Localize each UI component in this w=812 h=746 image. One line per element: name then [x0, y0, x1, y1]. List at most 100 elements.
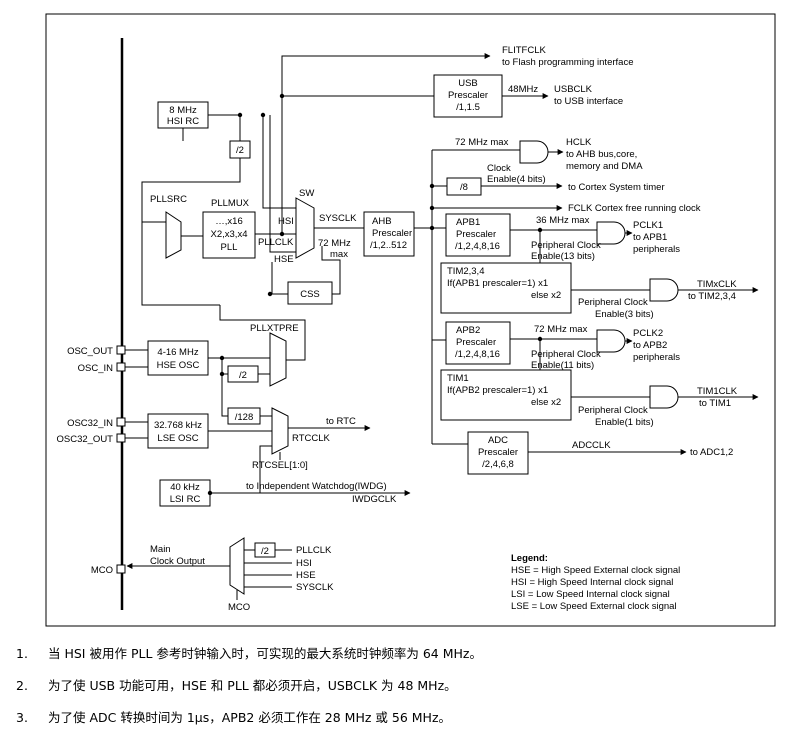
- tim1-line2: If(APB2 prescaler=1) x1: [447, 385, 548, 396]
- mco-mux-label: MCO: [228, 602, 250, 613]
- osc32-in-label: OSC32_IN: [67, 418, 113, 429]
- legend-item-hse: HSE = High Speed External clock signal: [511, 565, 680, 576]
- hclk-line1: HCLK: [566, 137, 592, 148]
- hse-div2-label: /2: [239, 370, 247, 381]
- tim1-line1: TIM1: [447, 373, 469, 384]
- apb1-line2: Prescaler: [456, 229, 496, 240]
- usbclk-line1: USBCLK: [554, 84, 593, 95]
- sw-mux: [295, 197, 315, 259]
- hse-osc-line2: HSE OSC: [157, 360, 200, 371]
- apb2-line2: Prescaler: [456, 337, 496, 348]
- hsi-label: HSI: [278, 216, 294, 227]
- clock-tree-diagram: 8 MHz HSI RC /2 PLLSRC PLLMUX …,x16 X2,x…: [45, 13, 776, 627]
- periph-enable-11-line1: Peripheral Clock: [531, 349, 601, 360]
- ahb-prescaler-box: [363, 211, 415, 257]
- osc-out-label: OSC_OUT: [67, 346, 113, 357]
- hclk-max-label: 72 MHz max: [455, 137, 509, 148]
- legend-item-lse: LSE = Low Speed External clock signal: [511, 601, 677, 612]
- lse-osc-line2: LSE OSC: [157, 433, 198, 444]
- pllxtpre-mux: [269, 332, 287, 387]
- mco-mux: [229, 537, 245, 595]
- periph-enable-3-line1: Peripheral Clock: [578, 297, 648, 308]
- pin-osc-in: [116, 362, 126, 372]
- div8-label: /8: [460, 182, 468, 193]
- iwdg-label: to Independent Watchdog(IWDG): [246, 481, 387, 492]
- lsi-rc-line1: 40 kHz: [170, 482, 200, 493]
- ahb-line2: Prescaler: [372, 228, 412, 239]
- usb-line3: /1,1.5: [456, 102, 480, 113]
- sysclk-label: SYSCLK: [319, 213, 357, 224]
- css-label: CSS: [300, 289, 320, 300]
- adcclk-label: ADCCLK: [572, 440, 611, 451]
- pclk2-line3: peripherals: [633, 352, 680, 363]
- footnote-1: 1.当 HSI 被用作 PLL 参考时钟输入时，可实现的最大系统时钟频率为 64…: [16, 643, 482, 662]
- timxclk-line1: TIMxCLK: [697, 279, 737, 290]
- pclk1-gate: [596, 221, 626, 245]
- usb-line1: USB: [458, 78, 478, 89]
- timxclk-line2: to TIM2,3,4: [688, 291, 736, 302]
- pclk1-line3: peripherals: [633, 244, 680, 255]
- legend-item-hsi: HSI = High Speed Internal clock signal: [511, 577, 673, 588]
- flitfclk-line1: FLITFCLK: [502, 45, 546, 56]
- hsi-rc-line1: 8 MHz: [169, 105, 197, 116]
- to-adc-label: to ADC1,2: [690, 447, 733, 458]
- mco-input-sysclk: SYSCLK: [296, 582, 334, 593]
- pll-box: [202, 211, 256, 259]
- mco-input-pllclk: PLLCLK: [296, 545, 332, 556]
- footnote-number: 2.: [16, 678, 28, 693]
- mco-pin-label: MCO: [91, 565, 113, 576]
- apb2-line1: APB2: [456, 325, 480, 336]
- sysclk-max-line1: 72 MHz: [318, 238, 351, 249]
- fclk-label: FCLK Cortex free running clock: [568, 203, 701, 214]
- usb-freq-label: 48MHz: [508, 84, 538, 95]
- periph-enable-1-line2: Enable(1 bits): [595, 417, 654, 428]
- tim1-gate: [649, 385, 679, 409]
- rtcsel-mux: [271, 407, 289, 455]
- mco-label-line1: Main: [150, 544, 171, 555]
- footnote-2: 2. 为了使 USB 功能可用，HSE 和 PLL 都必须开启，USBCLK 为 …: [16, 675, 457, 694]
- pclk1-line2: to APB1: [633, 232, 667, 243]
- footnote-number: 3.: [16, 710, 28, 725]
- pclk2-line1: PCLK2: [633, 328, 663, 339]
- mco-label-line2: Clock Output: [150, 556, 205, 567]
- footnote-text: 为了使 USB 功能可用，HSE 和 PLL 都必须开启，USBCLK 为 48…: [48, 678, 457, 693]
- periph-enable-11-line2: Enable(11 bits): [531, 360, 594, 371]
- adc-line3: /2,4,6,8: [482, 459, 514, 470]
- flitfclk-line2: to Flash programming interface: [502, 57, 633, 68]
- pllmux-label: PLLMUX: [211, 198, 250, 209]
- footnote-3: 3. 为了使 ADC 转换时间为 1μs，APB2 必须工作在 28 MHz 或 …: [16, 707, 451, 726]
- ahb-line1: AHB: [372, 216, 392, 227]
- pll-line3: PLL: [221, 242, 238, 253]
- usb-line2: Prescaler: [448, 90, 488, 101]
- to-rtc-label: to RTC: [326, 416, 356, 427]
- tim1clk-line2: to TIM1: [699, 398, 731, 409]
- apb2-max-label: 72 MHz max: [534, 324, 588, 335]
- css-box: [287, 281, 333, 305]
- pclk2-gate: [596, 329, 626, 353]
- tim234-line1: TIM2,3,4: [447, 266, 485, 277]
- systimer-label: to Cortex System timer: [568, 182, 665, 193]
- tim1-line3: else x2: [531, 397, 561, 408]
- periph-enable-13-line1: Peripheral Clock: [531, 240, 601, 251]
- pllxtpre-label: PLLXTPRE: [250, 323, 299, 334]
- hclk-line3: memory and DMA: [566, 161, 643, 172]
- osc32-out-label: OSC32_OUT: [57, 434, 114, 445]
- diagram-frame: [45, 13, 776, 627]
- hse-label: HSE: [274, 254, 294, 265]
- ahb-line3: /1,2..512: [370, 240, 407, 251]
- apb2-prescaler-box: [445, 321, 511, 365]
- osc-in-label: OSC_IN: [78, 363, 114, 374]
- hse-osc-line1: 4-16 MHz: [157, 347, 198, 358]
- footnote-text: 为了使 ADC 转换时间为 1μs，APB2 必须工作在 28 MHz 或 56…: [48, 710, 452, 725]
- apb1-prescaler-box: [445, 213, 511, 257]
- lse-osc-line1: 32.768 kHz: [154, 420, 202, 431]
- adc-prescaler-box: [467, 431, 529, 475]
- timx-gate: [649, 278, 679, 302]
- tim1-box: [440, 369, 572, 421]
- adc-line1: ADC: [488, 435, 508, 446]
- sysclk-max-line2: max: [330, 249, 348, 260]
- rtcclk-label: RTCCLK: [292, 433, 330, 444]
- legend-title: Legend:: [511, 553, 548, 564]
- hsi-rc-line2: HSI RC: [167, 116, 199, 127]
- apb1-max-label: 36 MHz max: [536, 215, 590, 226]
